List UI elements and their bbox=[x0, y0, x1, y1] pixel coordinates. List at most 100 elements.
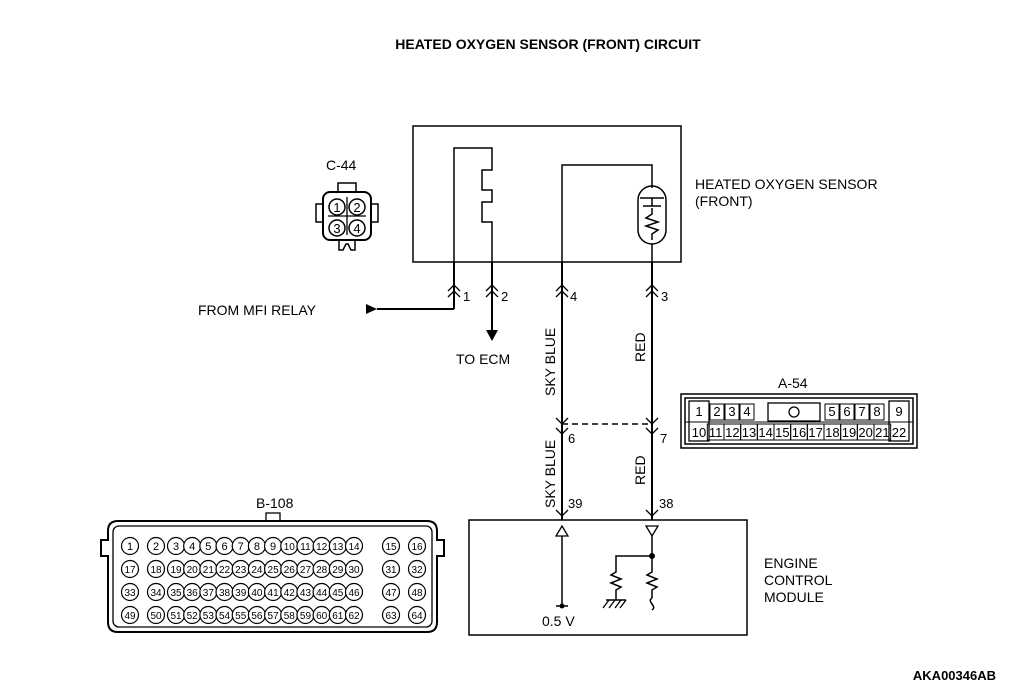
from-mfi-relay-label: FROM MFI RELAY bbox=[198, 302, 317, 318]
b108-pin-56: 56 bbox=[251, 611, 263, 622]
wire-label-sky-blue-upper: SKY BLUE bbox=[542, 328, 558, 396]
b108-pin-2: 2 bbox=[153, 541, 159, 553]
b108-pin-60: 60 bbox=[316, 611, 328, 622]
b108-pin-50: 50 bbox=[150, 611, 162, 622]
pin-label-3: 3 bbox=[661, 289, 668, 304]
b108-pin-64: 64 bbox=[411, 611, 423, 622]
wire-label-red-lower: RED bbox=[632, 455, 648, 485]
connector-c44-label: C-44 bbox=[326, 157, 357, 173]
a54-pin-13: 13 bbox=[742, 425, 756, 440]
sensor-box bbox=[412, 125, 682, 263]
a54-pin-16: 16 bbox=[792, 425, 806, 440]
diagram-code: AKA00346AB bbox=[913, 668, 996, 683]
ecm-pullup-resistor-icon bbox=[644, 568, 660, 598]
wire-label-sky-blue-lower: SKY BLUE bbox=[542, 440, 558, 508]
b108-pin-39: 39 bbox=[235, 588, 247, 599]
b108-pin-24: 24 bbox=[251, 565, 263, 576]
a54-pin-20: 20 bbox=[858, 425, 872, 440]
voltage-label: 0.5 V bbox=[542, 613, 575, 629]
b108-pin-45: 45 bbox=[332, 588, 344, 599]
b108-pin-29: 29 bbox=[332, 565, 344, 576]
b108-pin-42: 42 bbox=[284, 588, 296, 599]
b108-pin-25: 25 bbox=[268, 565, 280, 576]
b108-pin-19: 19 bbox=[170, 565, 182, 576]
pin-label-38: 38 bbox=[659, 496, 673, 511]
b108-pin-37: 37 bbox=[203, 588, 215, 599]
a54-pin-17: 17 bbox=[808, 425, 822, 440]
b108-pin-28: 28 bbox=[316, 565, 328, 576]
b108-pin-41: 41 bbox=[268, 588, 280, 599]
b108-pin-49: 49 bbox=[124, 611, 136, 622]
c44-pin-4: 4 bbox=[353, 221, 360, 236]
c44-pin-1: 1 bbox=[333, 200, 340, 215]
ecm-label-line1: ENGINE bbox=[764, 555, 818, 571]
a54-pin-9: 9 bbox=[895, 404, 902, 419]
b108-pin-62: 62 bbox=[348, 611, 360, 622]
b108-pin-12: 12 bbox=[316, 542, 328, 553]
b108-pin-44: 44 bbox=[316, 588, 328, 599]
b108-pin-7: 7 bbox=[238, 541, 244, 553]
b108-pin-54: 54 bbox=[219, 611, 231, 622]
b108-pin-52: 52 bbox=[187, 611, 199, 622]
wire-label-red-upper: RED bbox=[632, 332, 648, 362]
b108-pin-1: 1 bbox=[127, 541, 133, 553]
b108-pin-47: 47 bbox=[385, 588, 397, 599]
b108-pin-46: 46 bbox=[348, 588, 360, 599]
ecm-input-38-icon bbox=[644, 525, 660, 538]
a54-pin-5: 5 bbox=[828, 404, 835, 419]
sensor-resistor-icon bbox=[643, 208, 661, 240]
b108-pin-6: 6 bbox=[221, 541, 227, 553]
pin-label-39: 39 bbox=[568, 496, 582, 511]
a54-pin-1: 1 bbox=[695, 404, 702, 419]
a54-pin-2: 2 bbox=[713, 404, 720, 419]
a54-pin-14: 14 bbox=[758, 425, 772, 440]
b108-pin-4: 4 bbox=[189, 541, 195, 553]
arrow-from-mfi-relay-icon bbox=[366, 304, 377, 314]
b108-pin-31: 31 bbox=[385, 565, 397, 576]
a54-pin-8: 8 bbox=[873, 404, 880, 419]
b108-pin-40: 40 bbox=[251, 588, 263, 599]
b108-pin-27: 27 bbox=[300, 565, 312, 576]
b108-pin-57: 57 bbox=[268, 611, 280, 622]
b108-pin-34: 34 bbox=[150, 588, 162, 599]
b108-pin-16: 16 bbox=[411, 542, 423, 553]
b108-pin-53: 53 bbox=[203, 611, 215, 622]
b108-pin-35: 35 bbox=[170, 588, 182, 599]
c44-pin-3: 3 bbox=[333, 221, 340, 236]
a54-pin-15: 15 bbox=[775, 425, 789, 440]
sensor-label-line1: HEATED OXYGEN SENSOR bbox=[695, 176, 878, 192]
ecm-label-line3: MODULE bbox=[764, 589, 824, 605]
to-ecm-label: TO ECM bbox=[456, 351, 510, 367]
b108-pin-38: 38 bbox=[219, 588, 231, 599]
b108-pin-48: 48 bbox=[411, 588, 423, 599]
ground-icon bbox=[602, 599, 627, 609]
b108-pin-15: 15 bbox=[385, 542, 397, 553]
b108-pin-21: 21 bbox=[203, 565, 215, 576]
pin-label-2: 2 bbox=[501, 289, 508, 304]
b108-pin-59: 59 bbox=[300, 611, 312, 622]
c44-pin-2: 2 bbox=[353, 200, 360, 215]
b108-pin-11: 11 bbox=[300, 542, 311, 553]
sensor-label-line2: (FRONT) bbox=[695, 193, 753, 209]
b108-pin-9: 9 bbox=[270, 541, 276, 553]
b108-pin-43: 43 bbox=[300, 588, 312, 599]
b108-pin-23: 23 bbox=[235, 565, 247, 576]
b108-pin-5: 5 bbox=[205, 541, 211, 553]
a54-pin-10: 10 bbox=[692, 425, 706, 440]
b108-pin-14: 14 bbox=[348, 542, 360, 553]
b108-pin-55: 55 bbox=[235, 611, 247, 622]
connector-a54-label: A-54 bbox=[778, 375, 808, 391]
b108-pin-3: 3 bbox=[173, 541, 179, 553]
b108-pin-30: 30 bbox=[348, 565, 360, 576]
b108-pin-17: 17 bbox=[124, 565, 136, 576]
connector-c44: 1 2 3 4 bbox=[315, 182, 379, 251]
a54-pin-18: 18 bbox=[825, 425, 839, 440]
b108-pin-58: 58 bbox=[284, 611, 296, 622]
a54-pin-11: 11 bbox=[709, 425, 723, 440]
b108-pin-63: 63 bbox=[385, 611, 397, 622]
b108-pin-8: 8 bbox=[254, 541, 260, 553]
arrow-to-ecm-icon bbox=[486, 330, 498, 341]
pin-label-4: 4 bbox=[570, 289, 577, 304]
sensor-heater-circuit bbox=[453, 147, 493, 262]
